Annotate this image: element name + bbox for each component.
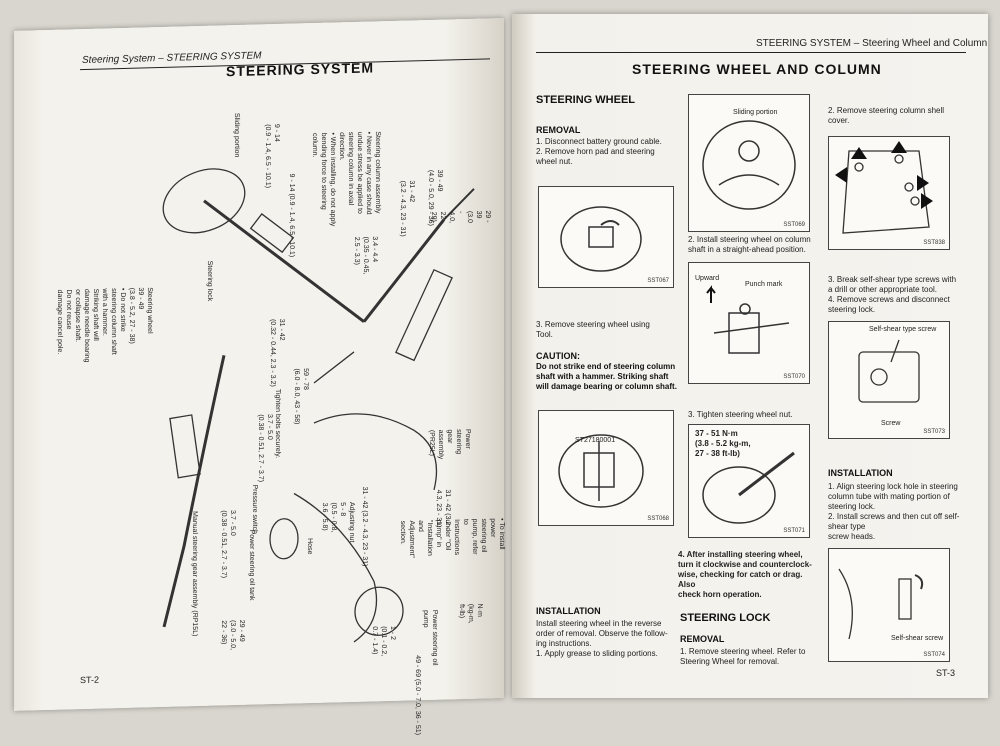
gear-housing-drawing [395,268,453,362]
right-page: STEERING SYSTEM – Steering Wheel and Col… [512,14,988,698]
tool-label: ST27180001 [575,437,616,444]
shell-cover-drawing [835,141,933,234]
steering-lock-drawing [249,213,295,254]
hose-drawing [293,492,378,643]
figure-sst838: SST838 [828,136,950,250]
figure-code: SST070 [783,374,805,380]
installation-text: Install steering wheel in the reverse or… [536,619,668,658]
oil-pump-note: • To install power steering oil pump, re… [399,517,505,559]
callout-torque-1: 9 - 14 (0.9 - 1.4, 6.5 - 10.1) [264,123,280,189]
callout-torque-12: 31 - 42 (3.2 - 4.3, 23 - 31) [361,486,368,567]
caution-heading: CAUTION: [536,351,580,361]
figure-code: SST838 [923,240,945,246]
callout-manual-gear: Manual steering gear assembly (RP15L) [191,511,198,637]
left-page-number: ST-2 [80,674,100,686]
callout-tighten-bolts: Tighten bolts securely. [274,388,281,459]
lock-removal-steps-3-4: 3. Break self-shear type screws with a d… [828,275,957,314]
callout-torque-2: 9 - 14 (0.9 - 1.4, 6.5 - 10.1) [288,173,295,258]
right-header-rule [536,52,966,53]
install-step-2: 2. Install steering wheel on column shaf… [688,235,811,254]
torque-wrench-drawing [702,451,795,524]
figure-code: SST069 [783,222,805,228]
caution-text: Do not strike end of steering column sha… [536,362,677,391]
wheel-removal-drawing [560,206,642,272]
open-manual: Steering System – STEERING SYSTEM STEERI… [14,14,988,735]
removal-step-3: 3. Remove steering wheel using Tool. [536,320,650,339]
steering-wheel-drawing [162,168,246,234]
power-gear-drawing [362,218,446,323]
callout-torque-11: 29 - 49 (3.0 - 5.0, 22 - 36) [220,619,245,651]
callout-torque-8: 59 - 78 (6.0 - 8.0, 43 - 58) [293,368,309,425]
lock-removal-step-1: 1. Remove steering wheel. Refer to Steer… [680,647,806,666]
oil-pump-drawing [354,586,404,636]
callout-oil-pump: Power steering oil pump [422,609,438,666]
callout-power-gear: Power steering gear assembly (PR25L) [428,428,471,460]
figure-sst067: SST067 [538,186,674,288]
punch-mark-drawing [706,285,790,354]
figure-sst069: Sliding portion SST069 [688,94,810,232]
right-running-header: STEERING SYSTEM – Steering Wheel and Col… [756,38,988,49]
right-page-number: ST-3 [936,668,956,678]
manual-gear-drawing [162,355,226,628]
install-step-3: 3. Tighten steering wheel nut. [688,410,793,419]
torque-spec: 37 - 51 N·m (3.8 - 5.2 kg-m, 27 - 38 ft-… [695,429,751,458]
self-shear-head-drawing [838,568,924,640]
callout-hose: Hose [306,538,313,555]
punch-mark-label: Punch mark [745,281,783,288]
lock-installation-text: 1. Align steering lock hole in steering … [828,482,960,541]
self-shear-screw-caption: Self-shear screw [891,635,944,642]
callout-torque-6: 29 - 39 (3.0 - 4.0, 22 - 29) [430,210,491,224]
steering-column-drawing [203,199,365,323]
lock-installation-heading: INSTALLATION [828,468,893,478]
callout-torque-14: 1 - 2 (0.1 - 0.2, 0.7 - 1.4) [371,625,396,657]
figure-code: SST073 [923,429,945,435]
callout-steering-lock: Steering lock [206,260,213,302]
figure-code: SST067 [647,278,669,284]
figure-sst073: Self-shear type screw Screw SST073 [828,321,950,439]
callout-torque-7: 31 - 42 (0.32 - 0.44, 2.3 - 3.2) [269,318,285,387]
torque-unit-legend: N·m (kg-m, ft-lb) [458,603,483,624]
figure-sst068: ST27180001 SST068 [538,410,674,526]
install-step-4: 4. After installing steering wheel, turn… [678,550,812,599]
right-page-title: STEERING WHEEL AND COLUMN [632,61,882,77]
installation-heading: INSTALLATION [536,606,601,616]
self-shear-screw-drawing [858,339,920,403]
callout-oil-tank: Power steering oil tank [248,529,255,601]
upward-label: Upward [695,275,720,282]
sliding-portion-drawing [702,120,796,210]
callout-sliding-portion: Sliding portion [233,112,240,158]
callout-torque-4: 31 - 42 (3.2 - 4.3, 23 - 31) [399,180,415,237]
callout-adjusting-nut: Adjusting nut 5 - 8 (0.5 - 0.8, 3.6 - 5.… [321,501,355,543]
figure-sst074: Self-shear screw SST074 [828,548,950,662]
removal-heading: REMOVAL [536,125,581,135]
callout-torque-10: 3.7 - 5.0 (0.38 - 0.51, 2.7 - 3.7) [220,510,236,579]
steering-lock-heading: STEERING LOCK [680,612,771,624]
figure-sst071: 37 - 51 N·m (3.8 - 5.2 kg-m, 27 - 38 ft-… [688,424,810,538]
callout-torque-9: 3.7 - 5.0 (0.38 - 0.51, 2.7 - 3.7) [257,414,273,483]
oil-tank-drawing [269,518,299,560]
callout-torque-15: 49 - 69 (5.0 - 7.0, 36 - 51) [414,655,421,736]
figure-code: SST074 [923,652,945,658]
callout-column-assembly: Steering column assembly • Never in any … [311,131,381,227]
self-shear-screw-label: Self-shear type screw [869,326,937,333]
sliding-portion-label: Sliding portion [733,109,778,116]
figure-sst070: Upward Punch mark SST070 [688,262,810,384]
callout-steering-wheel: Steering wheel 39 - 49 (3.8 - 5.2, 27 - … [56,287,153,363]
wheel-puller-drawing [558,434,644,508]
steering-wheel-heading: STEERING WHEEL [536,94,636,106]
left-page: Steering System – STEERING SYSTEM STEERI… [14,18,505,735]
callout-pressure-switch: Pressure switch [251,484,258,535]
lock-removal-step-2: 2. Remove steering column shell cover. [828,106,945,125]
figure-code: SST071 [783,528,805,534]
screw-label: Screw [881,420,901,427]
figure-code: SST068 [647,516,669,522]
callout-torque-3: 3.4 - 4.4 (0.35 - 0.45, 2.5 - 3.3) [353,236,378,275]
removal-steps-1-2: 1. Disconnect battery ground cable. 2. R… [536,137,662,166]
steering-system-exploded-diagram [162,168,475,643]
lock-removal-heading: REMOVAL [680,634,725,644]
